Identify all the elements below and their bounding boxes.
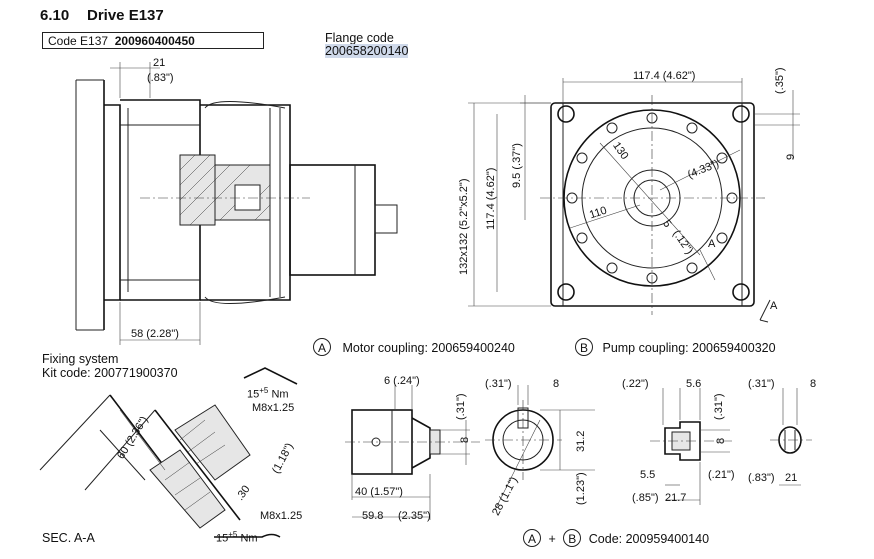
- combo-circle-a: A: [523, 529, 541, 547]
- circle-b: B: [575, 338, 593, 356]
- torque-bottom-unit: Nm: [240, 532, 258, 545]
- torque-top-value: 15: [247, 388, 260, 401]
- section-number: 6.10: [40, 7, 70, 24]
- pc-dim-22: (.22"): [622, 378, 649, 390]
- motor-coupling-detail: [345, 385, 480, 520]
- thread-bottom: M8x1.25: [260, 510, 303, 522]
- mc-dim-59-8: 59.8: [362, 510, 384, 522]
- mc-dim-40: 40 (1.57"): [355, 486, 403, 498]
- torque-bottom: 15+5 Nm: [216, 530, 258, 545]
- main-side-view: [75, 62, 398, 345]
- pump-coupling-detail: [650, 388, 735, 505]
- dim-117-height: 117.4 (4.62"): [485, 167, 497, 230]
- pc-dim-21-7: 21.7: [665, 492, 687, 504]
- pe-dim-31: (.31"): [748, 378, 775, 390]
- torque-top-tolerance: +5: [259, 386, 269, 395]
- pe-dim-8: 8: [810, 378, 817, 390]
- combo-code-text: Code: 200959400140: [588, 532, 710, 546]
- thread-top: M8x1.25: [252, 402, 295, 414]
- motor-coupling-line: A Motor coupling: 200659400240: [313, 338, 515, 356]
- combo-code-line: A + B Code: 200959400140: [523, 529, 709, 547]
- dim-35: (.35"): [774, 67, 786, 94]
- code-value: 200960400450: [114, 34, 195, 48]
- pc-dim-5-5: 5.5: [640, 469, 656, 481]
- pc-dim-8: 8: [715, 437, 727, 444]
- end-view: [485, 385, 595, 511]
- torque-bottom-tolerance: +5: [228, 530, 238, 539]
- code-box: Code E137 200960400450: [42, 32, 264, 49]
- front-view: [468, 78, 800, 323]
- pc-dim-21: (.21"): [708, 469, 735, 481]
- motor-coupling-text: Motor coupling: 200659400240: [342, 341, 515, 355]
- mc-dim-2-35: (2.35"): [398, 510, 431, 522]
- pe-dim-83: (.83"): [748, 472, 775, 484]
- ev-dim-1-23: (1.23"): [575, 472, 587, 505]
- combo-plus: +: [548, 532, 556, 546]
- flange-code: 200658200140: [325, 44, 409, 58]
- mc-dim-8: 8: [459, 436, 471, 443]
- section-label: SEC. A-A: [42, 531, 95, 545]
- ev-dim-31-2: 31.2: [575, 430, 587, 452]
- dim-83: (.83"): [147, 72, 174, 84]
- ev-dim-8: 8: [553, 378, 560, 390]
- flange-label: Flange code: [325, 31, 394, 45]
- fixing-section: [39, 367, 298, 538]
- torque-top-unit: Nm: [271, 388, 289, 401]
- torque-top: 15+5 Nm: [247, 386, 289, 401]
- page-title: Drive E137: [87, 7, 164, 24]
- dim-117-width: 117.4 (4.62"): [633, 70, 696, 82]
- fixing-title: Fixing system: [42, 352, 119, 366]
- section-mark-a-right: A: [770, 300, 778, 312]
- fixing-kit-code: Kit code: 200771900370: [42, 366, 178, 380]
- pe-dim-21: 21: [785, 472, 798, 484]
- pc-dim-85: (.85"): [632, 492, 659, 504]
- pc-dim-5-6: 5.6: [686, 378, 702, 390]
- pump-coupling-line: B Pump coupling: 200659400320: [575, 338, 776, 356]
- mc-dim-6: 6 (.24"): [384, 375, 420, 387]
- dim-9: 9: [785, 153, 797, 160]
- pump-end-view: [770, 388, 812, 486]
- dim-9-5: 9.5 (.37"): [511, 143, 523, 188]
- section-mark-a-front: A: [708, 238, 716, 250]
- dim-21: 21: [153, 57, 166, 69]
- dim-58: 58 (2.28"): [131, 328, 179, 340]
- combo-circle-b: B: [563, 529, 582, 547]
- mc-dim-31v: (.31"): [455, 393, 467, 420]
- pc-dim-31v: (.31"): [713, 393, 725, 420]
- ev-dim-31: (.31"): [485, 378, 512, 390]
- torque-bottom-value: 15: [216, 532, 229, 545]
- circle-a: A: [313, 338, 331, 356]
- dim-132x132: 132x132 (5.2"x5.2"): [458, 178, 470, 275]
- pump-coupling-text: Pump coupling: 200659400320: [602, 341, 776, 355]
- code-label: Code E137: [48, 34, 109, 48]
